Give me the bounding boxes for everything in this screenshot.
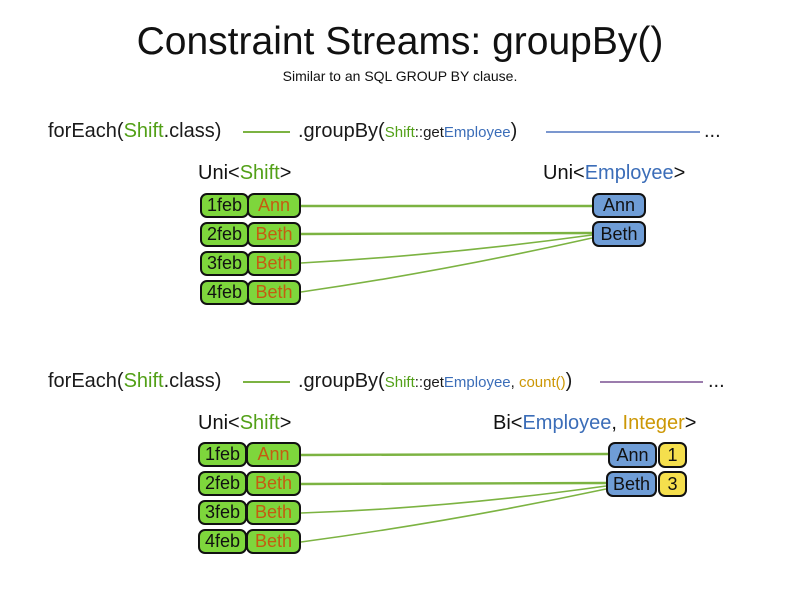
code1-foreach-open: forEach(: [48, 120, 124, 142]
table-cell-employee: Beth: [246, 500, 301, 525]
code2-groupby: .groupBy(Shift::getEmployee, count()): [298, 370, 572, 393]
map1-4feb-beth-line: [300, 237, 593, 293]
code2-foreach-open: forEach(: [48, 370, 124, 392]
map1-3feb-beth-line: [300, 234, 593, 264]
table-cell-date: 1feb: [200, 193, 249, 218]
table-cell-date: 3feb: [198, 500, 247, 525]
group-box-employee: Beth: [606, 471, 657, 497]
section2-right-type-label: Bi<Employee, Integer>: [493, 412, 697, 434]
code1-foreach: forEach(Shift.class): [48, 120, 221, 143]
code1-groupby-open: .groupBy(: [298, 120, 385, 142]
table-cell-date: 4feb: [200, 280, 249, 305]
code2-arg-type: Shift: [384, 374, 415, 391]
group-box-employee: Ann: [592, 193, 646, 218]
map1-2feb-beth-line: [300, 231, 593, 236]
section1-left-type-label: Uni<Shift>: [198, 162, 292, 184]
code2-foreach-type: Shift: [123, 370, 164, 392]
map2-3feb-beth-line: [300, 485, 607, 514]
table-cell-employee: Ann: [247, 193, 301, 218]
code2-arg-return: Employee: [443, 374, 511, 391]
code2-arg-extra: count(): [518, 374, 566, 391]
map2-1feb-ann-line: [300, 452, 609, 457]
table-cell-employee: Beth: [246, 529, 301, 554]
code2-foreach-close: .class): [163, 370, 222, 392]
table-cell-employee: Beth: [247, 251, 301, 276]
map2-4feb-beth-line: [300, 488, 607, 543]
map2-2feb-beth-line: [300, 481, 607, 486]
code2-foreach: forEach(Shift.class): [48, 370, 221, 393]
page-title: Constraint Streams: groupBy(): [136, 20, 664, 63]
page-subtitle: Similar to an SQL GROUP BY clause.: [282, 68, 518, 84]
code2-ellipsis: ...: [708, 370, 725, 392]
group-box-employee: Beth: [592, 221, 646, 247]
table-cell-date: 1feb: [198, 442, 247, 467]
table-cell-employee: Beth: [246, 471, 301, 496]
code1-arg-accessor: ::get: [414, 124, 444, 141]
code1-groupby-close: ): [510, 120, 518, 142]
table-cell-employee: Beth: [247, 222, 301, 247]
code1-ellipsis: ...: [704, 120, 721, 142]
table-cell-date: 3feb: [200, 251, 249, 276]
code1-arg-return: Employee: [443, 124, 511, 141]
code1-arg-type: Shift: [384, 124, 415, 141]
code2-groupby-close: ): [565, 370, 573, 392]
code2-groupby-open: .groupBy(: [298, 370, 385, 392]
group-box-count: 3: [658, 471, 687, 497]
group-box-employee: Ann: [608, 442, 657, 468]
table-cell-date: 2feb: [198, 471, 247, 496]
table-cell-date: 4feb: [198, 529, 247, 554]
code1-groupby: .groupBy(Shift::getEmployee): [298, 120, 517, 143]
code1-foreach-type: Shift: [123, 120, 164, 142]
code2-arg-sep: ,: [510, 374, 519, 391]
table-cell-employee: Ann: [246, 442, 301, 467]
table-cell-date: 2feb: [200, 222, 249, 247]
table-cell-employee: Beth: [247, 280, 301, 305]
code1-foreach-close: .class): [163, 120, 222, 142]
section2-left-type-label: Uni<Shift>: [198, 412, 292, 434]
section1-right-type-label: Uni<Employee>: [543, 162, 686, 184]
code2-arg-accessor: ::get: [414, 374, 444, 391]
group-box-count: 1: [658, 442, 687, 468]
